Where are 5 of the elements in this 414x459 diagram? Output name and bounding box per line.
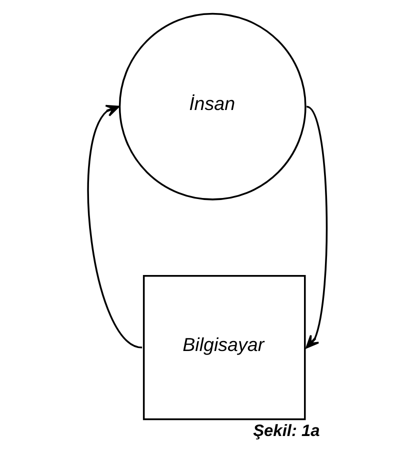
- node-circle: İnsan: [118, 12, 306, 200]
- arrow: [305, 105, 328, 348]
- caption: Şekil: 1a: [252, 421, 320, 440]
- arrow: [86, 104, 142, 348]
- node-box: Bilgisayar: [142, 274, 306, 420]
